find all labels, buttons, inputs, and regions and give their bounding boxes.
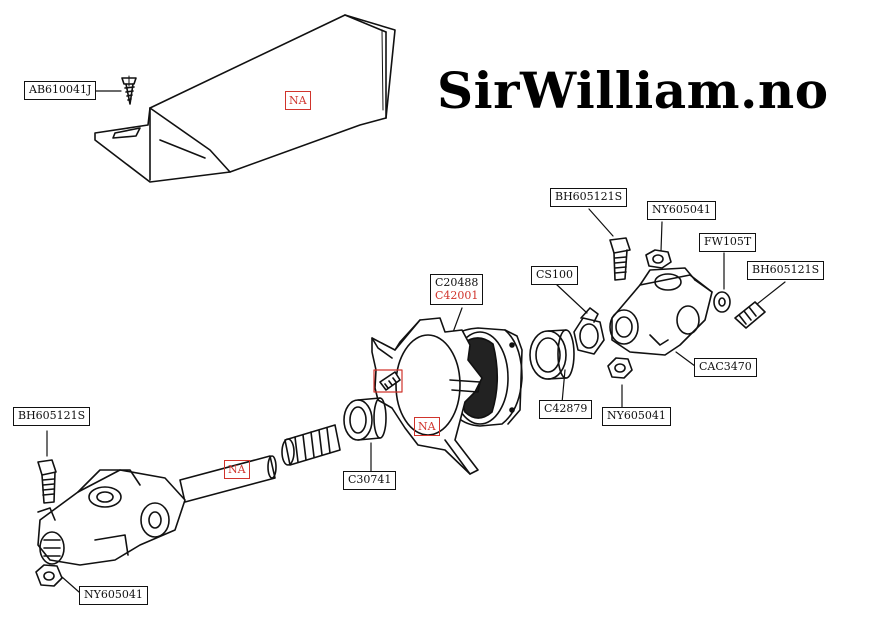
- na-badge-shaft: NA: [224, 460, 250, 479]
- splined-stub: [281, 424, 341, 466]
- label-ny605041-top: NY605041: [647, 201, 716, 220]
- sleeve: [529, 329, 575, 380]
- nut-middle: [607, 357, 633, 379]
- label-ny605041-bottom: NY605041: [79, 586, 148, 605]
- na-badge-bracket: NA: [285, 91, 311, 110]
- small-screw: [379, 371, 401, 391]
- na-badge-seal: NA: [414, 417, 440, 436]
- bolt-right: [734, 301, 766, 329]
- universal-joint-left: [37, 469, 186, 566]
- nut-top: [645, 249, 672, 269]
- self-tapping-screw: [121, 75, 137, 105]
- bush: [343, 397, 387, 441]
- label-cac3470: CAC3470: [694, 358, 757, 377]
- label-c30741: C30741: [343, 471, 397, 490]
- label-ab610041j: AB610041J: [24, 81, 97, 100]
- label-c20488-code: C20488: [435, 276, 479, 289]
- label-cs100: CS100: [531, 266, 578, 285]
- label-fw105t: FW105T: [699, 233, 757, 252]
- bolt-top: [609, 237, 631, 281]
- small-screw-highlight: [373, 369, 403, 393]
- shaft: [179, 455, 277, 503]
- brand-logo: SirWilliam.no: [437, 61, 829, 120]
- leader-lines: [46, 90, 786, 593]
- bracket-drawing: [94, 14, 396, 183]
- bolt-left: [37, 459, 57, 504]
- nut-bottom: [35, 564, 63, 587]
- label-c42001-code: C42001: [435, 288, 479, 302]
- seal-plate: [371, 317, 483, 475]
- label-bh605121s-top: BH605121S: [550, 188, 628, 207]
- label-bh605121s-left: BH605121S: [13, 407, 91, 426]
- label-bh605121s-right: BH605121S: [747, 261, 825, 280]
- washer: [713, 291, 731, 313]
- label-c42879: C42879: [539, 400, 593, 419]
- label-c20488: C20488 C42001: [430, 274, 484, 306]
- universal-joint-right: [609, 267, 713, 356]
- clamp: [573, 307, 605, 355]
- label-ny605041-mid: NY605041: [602, 407, 671, 426]
